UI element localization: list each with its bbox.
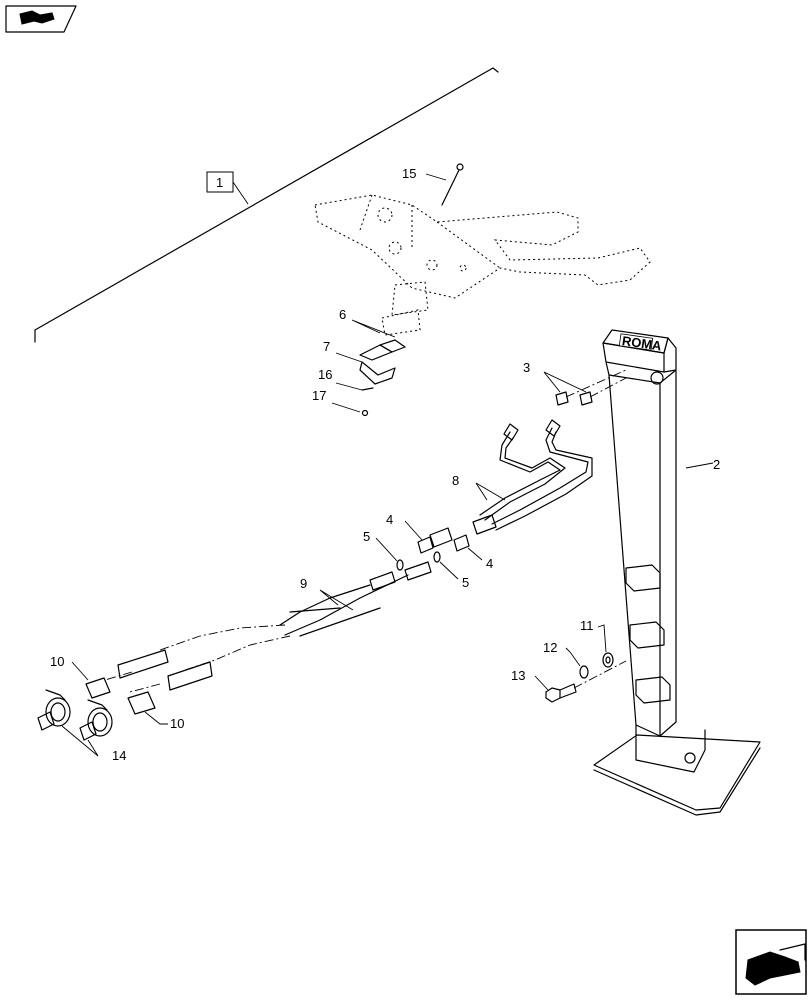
couplers-4-5: 4 4 5 5 xyxy=(363,512,497,590)
trailer-frame xyxy=(314,194,651,336)
hoses-8: 8 xyxy=(452,419,593,531)
callout-7: 7 xyxy=(323,339,330,354)
jack-blocks xyxy=(625,564,671,704)
jack-stand-2: ROMA 2 xyxy=(593,329,761,816)
callout-10b: 10 xyxy=(170,716,184,731)
callout-2: 2 xyxy=(713,457,720,472)
caps-10: 10 10 xyxy=(50,654,184,731)
next-page-arrow-icon[interactable] xyxy=(735,929,807,995)
bracket-assembly: 6 7 16 17 xyxy=(312,307,406,417)
callout-5b: 5 xyxy=(462,575,469,590)
callout-15: 15 xyxy=(402,166,416,181)
callout-9: 9 xyxy=(300,576,307,591)
callout-11: 11 xyxy=(580,618,594,633)
callout-3: 3 xyxy=(523,360,530,375)
callout-10a: 10 xyxy=(50,654,64,669)
callout-1: 1 xyxy=(216,175,223,190)
jack-brand-label: ROMA xyxy=(621,333,663,353)
callout-8: 8 xyxy=(452,473,459,488)
callout-5a: 5 xyxy=(363,529,370,544)
callout-14: 14 xyxy=(112,748,126,763)
pin-15: 15 xyxy=(402,163,464,206)
callout-4a: 4 xyxy=(386,512,393,527)
assembly-bracket: 1 xyxy=(34,67,499,343)
fittings-3: 3 xyxy=(523,360,627,406)
callout-4b: 4 xyxy=(486,556,493,571)
callout-6: 6 xyxy=(339,307,346,322)
fasteners-11-13: 11 12 13 xyxy=(511,618,627,703)
hoses-9: 9 xyxy=(104,561,432,693)
callout-13: 13 xyxy=(511,668,525,683)
callout-12: 12 xyxy=(543,640,557,655)
callout-17: 17 xyxy=(312,388,326,403)
view-arrow-icon[interactable] xyxy=(5,5,77,33)
dust-plugs-14: 14 xyxy=(37,689,126,763)
callout-16: 16 xyxy=(318,367,332,382)
